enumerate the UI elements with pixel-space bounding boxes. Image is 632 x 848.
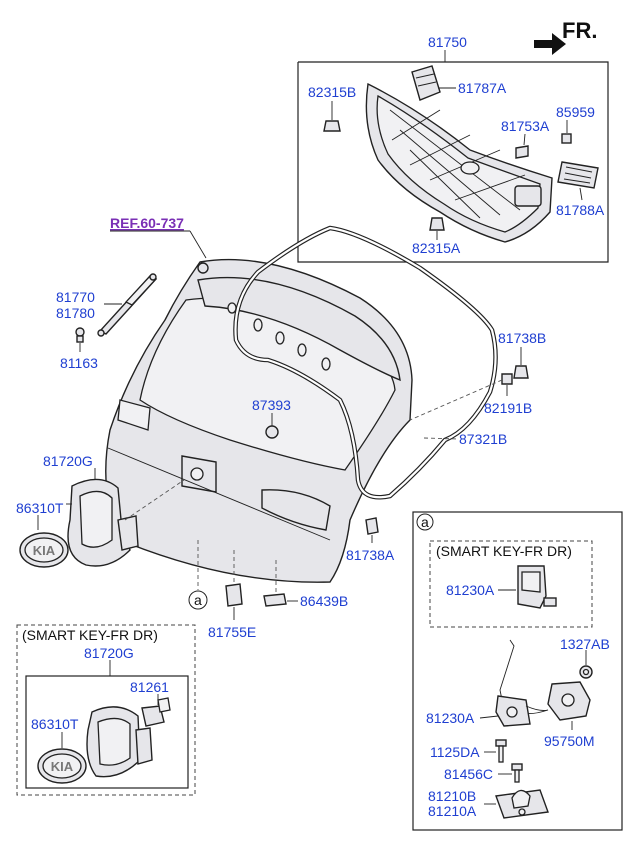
reference-label: REF.60-737 bbox=[110, 215, 184, 231]
inset-b-dashed-box bbox=[16, 624, 196, 796]
part-81787A bbox=[411, 65, 441, 101]
label-81261: 81261 bbox=[130, 679, 169, 695]
part-86439B bbox=[263, 593, 287, 607]
part-82315B bbox=[323, 120, 341, 132]
part-81738A bbox=[365, 517, 379, 535]
label-1327AB: 1327AB bbox=[560, 636, 610, 652]
label-81163: 81163 bbox=[60, 355, 98, 371]
part-85959 bbox=[561, 133, 572, 144]
label-81753A: 81753A bbox=[501, 118, 550, 134]
inset-a-badge bbox=[416, 513, 434, 531]
part-81738B bbox=[513, 365, 529, 379]
part-1327AB bbox=[579, 665, 593, 679]
label-81230A-top: 81230A bbox=[446, 582, 495, 598]
label-86439B: 86439B bbox=[300, 593, 348, 609]
inset-b-solid-box bbox=[25, 675, 189, 789]
inset-a-box bbox=[412, 511, 623, 831]
label-82315A: 82315A bbox=[412, 240, 461, 256]
label-1125DA: 1125DA bbox=[430, 744, 480, 760]
tailgate-trim-panel bbox=[365, 82, 553, 243]
inset-a-title: (SMART KEY-FR DR) bbox=[436, 543, 572, 559]
label-inset-b-81720G: 81720G bbox=[84, 645, 134, 661]
label-86310T: 86310T bbox=[16, 500, 64, 516]
callout-a-circle bbox=[188, 590, 208, 610]
label-81770: 81770 bbox=[56, 289, 95, 305]
gas-strut-81770-81780 bbox=[97, 273, 158, 337]
label-87321B: 87321B bbox=[459, 431, 507, 447]
part-81456C-bolt bbox=[511, 763, 523, 783]
leader-81788A bbox=[579, 187, 583, 201]
inset-b-badge-text: KIA bbox=[51, 759, 74, 774]
label-81755E: 81755E bbox=[208, 624, 256, 640]
label-81210A: 81210A bbox=[428, 803, 477, 819]
label-82315B: 82315B bbox=[308, 84, 356, 100]
badge-text: KIA bbox=[33, 543, 56, 558]
part-81210-striker bbox=[495, 789, 549, 819]
weatherstrip-87321B bbox=[233, 225, 498, 500]
inset-b-kia-badge: KIA bbox=[37, 748, 87, 784]
part-95750M-actuator bbox=[519, 681, 591, 721]
leader-81230A-bottom bbox=[479, 715, 499, 719]
front-direction-arrow bbox=[534, 33, 566, 55]
label-81456C: 81456C bbox=[444, 766, 493, 782]
label-95750M: 95750M bbox=[544, 733, 595, 749]
front-direction-label: FR. bbox=[562, 18, 597, 43]
label-81738A: 81738A bbox=[346, 547, 395, 563]
part-81163 bbox=[75, 327, 85, 343]
label-inset-b-86310T: 86310T bbox=[31, 716, 79, 732]
part-81788A bbox=[557, 161, 599, 189]
label-81787A: 81787A bbox=[458, 80, 507, 96]
label-81788A: 81788A bbox=[556, 202, 605, 218]
inset-a-smartkey-box bbox=[429, 540, 593, 628]
part-81753A bbox=[515, 145, 529, 159]
label-81210B: 81210B bbox=[428, 788, 476, 804]
part-81261-switch bbox=[141, 697, 171, 727]
label-81230A-bottom: 81230A bbox=[426, 710, 475, 726]
kia-badge-86310T: KIA bbox=[19, 532, 69, 568]
label-81720G: 81720G bbox=[43, 453, 93, 469]
part-81230A-latch bbox=[495, 639, 549, 727]
callout-a-letter: a bbox=[194, 592, 202, 608]
part-1125DA-bolt bbox=[495, 739, 507, 763]
part-87393 bbox=[265, 425, 279, 439]
part-81720G-garnish bbox=[67, 478, 139, 567]
label-81750: 81750 bbox=[428, 34, 467, 50]
leader-reference bbox=[189, 230, 207, 259]
label-85959: 85959 bbox=[556, 104, 595, 120]
label-81738B: 81738B bbox=[498, 330, 546, 346]
part-82315A bbox=[429, 217, 445, 231]
dash-82191B bbox=[409, 379, 503, 421]
dash-garnish bbox=[124, 479, 185, 521]
part-81230A-smartkey bbox=[517, 565, 557, 609]
leader-87321B bbox=[423, 437, 458, 440]
leader-81753A bbox=[523, 133, 526, 146]
part-81755E bbox=[225, 583, 243, 607]
tailgate-body bbox=[105, 258, 413, 583]
label-82191B: 82191B bbox=[484, 400, 532, 416]
inset-b-garnish bbox=[86, 706, 153, 778]
inset-b-title: (SMART KEY-FR DR) bbox=[22, 627, 158, 643]
trim-group-box bbox=[297, 61, 609, 263]
inset-a-letter: a bbox=[421, 514, 429, 530]
part-82191B bbox=[501, 373, 513, 385]
label-81780: 81780 bbox=[56, 305, 95, 321]
label-87393: 87393 bbox=[252, 397, 291, 413]
